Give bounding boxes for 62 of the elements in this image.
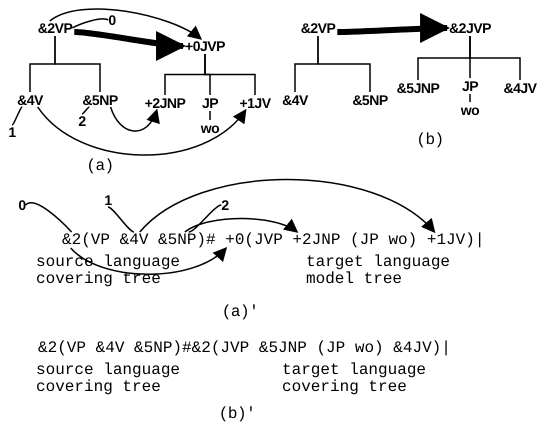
figure-caption: (a) [86,158,114,174]
notation-text: (VP [81,232,110,248]
description-text: target language covering tree [282,362,428,396]
tree-node-label: wo [460,103,480,117]
tree-node-label: &4V [282,93,308,107]
notation-text: &2(VP &4V &5NP)#&2(JVP &5JNP (JP wo) &4JV)| [38,340,451,356]
figure-caption: (a)' [222,304,258,320]
notation-text: (JVP [244,232,283,248]
callout-number: 2 [78,114,86,128]
leader-line [72,18,109,29]
tree-branch [204,54,256,95]
callout-number: 0 [18,198,26,212]
arrow [70,247,228,275]
tree-node-label: &2VP [38,21,72,35]
tree-node-label: wo [200,121,220,135]
arrow [110,106,159,132]
arrow [49,8,202,40]
arrow [139,178,436,233]
leader-line [188,204,222,233]
callout-number: 0 [108,13,116,27]
notation-symbol: +0 [225,232,244,248]
description-text: target language model tree [306,254,452,288]
transform-arrow [74,29,186,60]
transform-arrow [337,13,450,44]
tree-branch [469,36,521,80]
tree-branch [469,94,471,102]
tree-node-label: &2JVP [449,21,491,35]
figure-caption: (b)' [218,406,256,422]
tree-branch [317,36,371,92]
figure-caption: (b) [416,132,444,148]
description-text: source language covering tree [36,362,182,396]
tree-node-label: JP [462,79,478,93]
notation-text: )| [465,232,484,248]
tree-node-label: +1JV [239,96,271,110]
tree-branch [54,36,101,92]
leader-line [82,106,90,115]
tree-node-label: JP [202,96,218,110]
leader-line [25,202,72,233]
leader-line [12,106,23,126]
tree-node-label: +2JNP [144,96,186,110]
callout-number: 1 [8,125,16,139]
leader-line [108,206,134,233]
callout-number: 2 [221,198,229,212]
notation-symbol: +2JNP [292,232,340,248]
tree-node-label: +0JVP [185,39,225,53]
notation-symbol: &5NP [158,232,196,248]
arrow [37,106,247,156]
tree-node-label: &5NP [82,93,118,107]
tree-node-label: &5JNP [396,81,440,95]
notation-text: )# [196,232,216,248]
notation-symbol: +1JV [426,232,466,248]
notation-text: (JP wo) [350,232,418,248]
callout-number: 1 [104,193,112,207]
description-text: source language covering tree [36,254,182,288]
notation-symbol: &2 [62,232,82,248]
tree-node-label: &4JV [503,81,537,95]
tree-node-label: &2VP [300,21,336,35]
notation-symbol: &4V [120,232,148,248]
tree-node-label: &4V [17,93,43,107]
tree-node-label: &5NP [352,93,388,107]
arrow [184,218,298,233]
tree-branch [209,111,211,120]
